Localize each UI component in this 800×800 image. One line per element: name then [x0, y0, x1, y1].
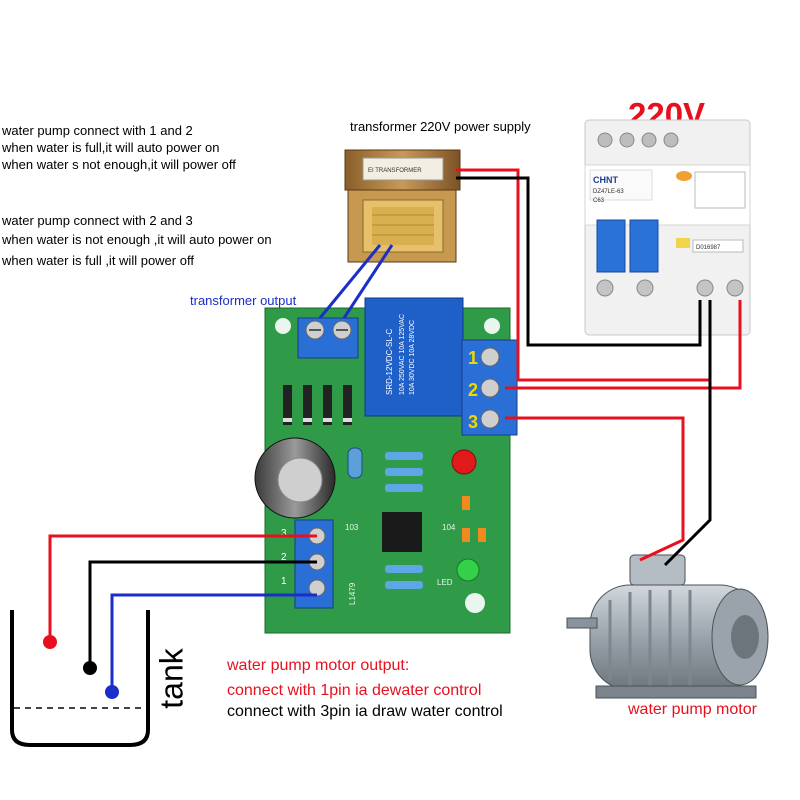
- relay-text-3: 10A 30VDC 10A 28VDC: [409, 320, 416, 395]
- red-led: [451, 449, 477, 475]
- transformer-supply-label: transformer 220V power supply: [350, 119, 531, 134]
- breaker-indicator: [676, 171, 692, 181]
- cap-label: 104: [442, 523, 456, 532]
- transformer-supply-black-wire: [456, 176, 702, 347]
- motor-output-title: water pump motor output:: [227, 657, 410, 674]
- sensor-black-wire: [88, 560, 317, 666]
- board-code-label: L1479: [348, 582, 357, 605]
- pin-1-label: 1: [468, 348, 478, 368]
- note-mode-1-2-title: water pump connect with 1 and 2: [2, 123, 193, 138]
- sensor-probe-blue: [105, 685, 119, 699]
- sensor-pin-1-label: 1: [281, 576, 287, 587]
- note-mode-2-3-title: water pump connect with 2 and 3: [2, 213, 193, 228]
- pin-2-label: 2: [468, 380, 478, 400]
- sensor-blue-wire: [110, 593, 317, 690]
- transformer: EI TRANSFORMER: [344, 149, 461, 263]
- circuit-breaker: CHNT DZ47LE-63 C63 D016987: [584, 119, 751, 336]
- motor-shaft: [566, 617, 598, 629]
- pin3-motor-wire: [505, 416, 685, 562]
- breaker-serial: D016987: [696, 245, 721, 251]
- diodes: [283, 385, 352, 425]
- water-pump-motor-image: [566, 554, 769, 699]
- note-mode-1-2-line1: when water is full,it will auto power on: [2, 140, 220, 155]
- breaker-toggle-left: [596, 219, 626, 273]
- green-led: [456, 558, 480, 582]
- sensor-probe-red: [43, 635, 57, 649]
- breaker-bottom-screws: [596, 279, 744, 297]
- small-capacitor: [347, 447, 363, 479]
- sensor-pin-3-label: 3: [281, 528, 287, 539]
- led-label: LED: [437, 578, 453, 587]
- sensor-red-wire: [48, 534, 317, 640]
- breaker-brand: CHNT: [593, 175, 618, 185]
- transformer-plate-text: EI TRANSFORMER: [368, 168, 422, 174]
- relay: SRD-12VDC-SL-C 10A 250VAC 10A 125VAC 10A…: [364, 297, 464, 417]
- ic-chip: 103: [345, 512, 422, 552]
- breaker-toggle-right: [629, 219, 659, 273]
- motor-output-line1: connect with 1pin ia dewater control: [227, 682, 482, 699]
- pin-3-label: 3: [468, 412, 478, 432]
- transformer-output-wire-2: [342, 244, 394, 319]
- power-terminal: [297, 317, 359, 359]
- control-board: SRD-12VDC-SL-C 10A 250VAC 10A 125VAC 10A…: [254, 297, 518, 634]
- breaker-top-screws: [597, 132, 679, 148]
- note-mode-1-2-line2: when water s not enough,it will power of…: [2, 157, 236, 172]
- electrolytic-capacitor: [254, 437, 336, 519]
- resistors: [385, 452, 423, 589]
- motor-junction-box: [629, 554, 686, 586]
- wires: [48, 168, 742, 690]
- ic-label: 103: [345, 523, 359, 532]
- note-mode-2-3-line1: when water is not enough ,it will auto p…: [2, 232, 272, 247]
- sensor-pin-2-label: 2: [281, 552, 287, 563]
- pin2-supply-wire: [505, 300, 742, 390]
- water-tank: [10, 610, 150, 747]
- motor-label: water pump motor: [628, 701, 757, 718]
- sensor-probe-black: [83, 661, 97, 675]
- relay-text-2: 10A 250VAC 10A 125VAC: [399, 314, 406, 395]
- breaker-motor-wire: [663, 300, 712, 567]
- motor-output-line2: connect with 3pin ia draw water control: [227, 703, 503, 720]
- transformer-output-wire-1: [318, 244, 382, 319]
- breaker-rating: C63: [593, 198, 605, 204]
- breaker-model: DZ47LE-63: [593, 189, 624, 195]
- note-mode-2-3-line2: when water is full ,it will power off: [2, 253, 194, 268]
- relay-text-1: SRD-12VDC-SL-C: [385, 329, 394, 395]
- transformer-output-label: transformer output: [190, 293, 297, 308]
